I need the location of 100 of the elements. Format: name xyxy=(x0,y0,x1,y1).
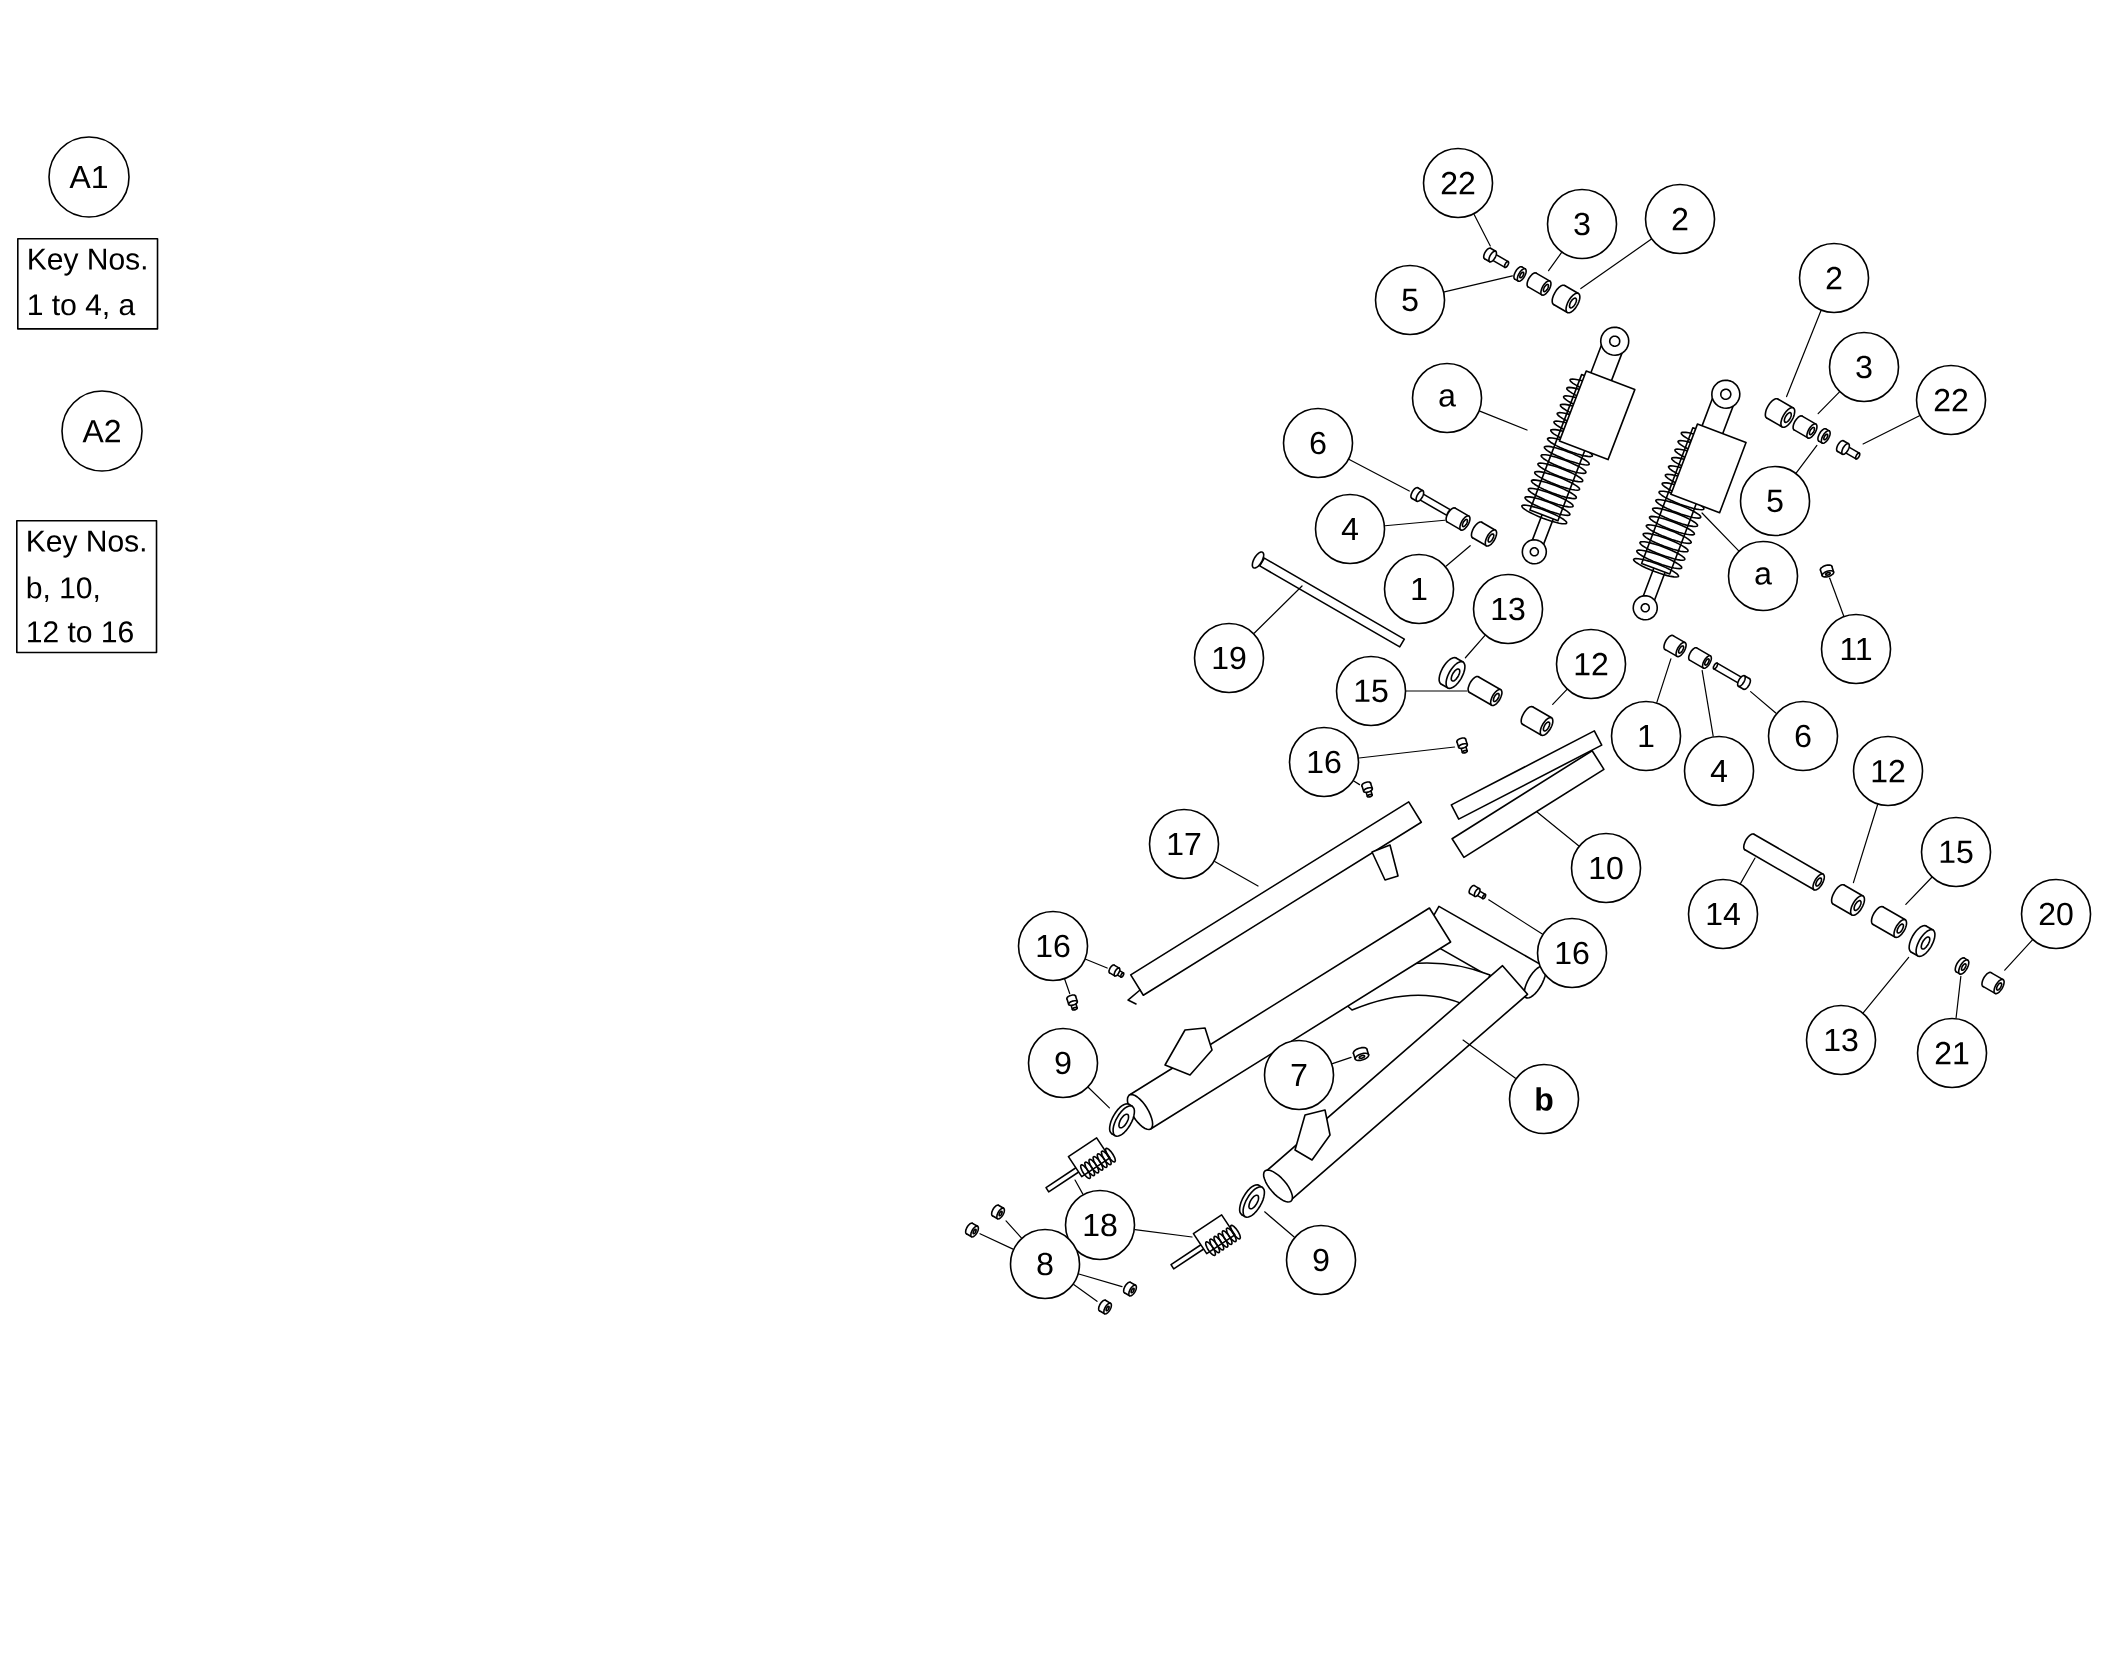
leader-line xyxy=(1384,519,1446,527)
leader-line xyxy=(1085,958,1108,969)
callout-number: a xyxy=(1727,540,1799,612)
bolt xyxy=(1410,486,1453,517)
leader-line xyxy=(1795,444,1818,474)
leader-line xyxy=(1701,669,1714,737)
callout-number: 10 xyxy=(1570,832,1642,904)
bushing xyxy=(1742,833,1826,891)
view-label: A2 xyxy=(61,390,143,472)
leader-line xyxy=(1348,458,1410,492)
washer xyxy=(1817,428,1831,444)
callout-number: 13 xyxy=(1472,573,1544,645)
callout-number: 16 xyxy=(1017,910,1089,982)
callout-number: 12 xyxy=(1555,628,1627,700)
leader-line xyxy=(1358,746,1456,759)
callout-number: a xyxy=(1411,362,1483,434)
leader-line xyxy=(1552,689,1568,706)
callout-number: 16 xyxy=(1288,726,1360,798)
callout-number: 21 xyxy=(1916,1017,1988,1089)
callout-number: 9 xyxy=(1027,1027,1099,1099)
leader-line xyxy=(1862,415,1921,445)
leader-line xyxy=(1073,1284,1098,1302)
callout-number: 5 xyxy=(1374,264,1446,336)
callout-number: 9 xyxy=(1285,1224,1357,1296)
bushing xyxy=(1520,705,1554,737)
callout-number: 17 xyxy=(1148,808,1220,880)
leader-line xyxy=(1405,690,1468,692)
callout-number: 6 xyxy=(1767,700,1839,772)
callout-number: b xyxy=(1508,1063,1580,1135)
bushing xyxy=(1445,507,1471,531)
bolt xyxy=(1066,994,1079,1011)
washer xyxy=(1438,656,1466,690)
leader-line xyxy=(1548,252,1563,272)
leader-line xyxy=(1462,1039,1517,1079)
callout-number: 20 xyxy=(2020,878,2092,950)
leader-line xyxy=(1905,876,1933,906)
bushing xyxy=(1687,647,1713,669)
bolt xyxy=(1482,247,1510,269)
washer xyxy=(1238,1184,1266,1218)
leader-line xyxy=(1479,410,1528,431)
callout-number: 16 xyxy=(1536,917,1608,989)
washer xyxy=(1954,957,1970,975)
nut xyxy=(1819,564,1835,578)
shock-absorber xyxy=(1632,379,1747,621)
leader-line xyxy=(1264,1211,1295,1238)
washer xyxy=(1108,1103,1136,1137)
callout-number: 3 xyxy=(1546,188,1618,260)
view-label: A1 xyxy=(48,136,130,218)
bushing xyxy=(1663,634,1687,658)
chain-guard xyxy=(1127,801,1423,1005)
leader-line xyxy=(1656,658,1672,703)
bushing xyxy=(1792,415,1818,439)
leader-line xyxy=(1074,1179,1084,1195)
leader-line xyxy=(1852,804,1879,884)
callout-number: 5 xyxy=(1739,465,1811,537)
callout-number: 12 xyxy=(1852,735,1924,807)
callout-number: 4 xyxy=(1683,735,1755,807)
callout-number: 15 xyxy=(1335,655,1407,727)
nut xyxy=(1122,1281,1138,1297)
callout-number: 14 xyxy=(1687,878,1759,950)
callout-number: 18 xyxy=(1064,1189,1136,1261)
shock-absorber xyxy=(1521,326,1636,565)
leader-line xyxy=(1005,1220,1022,1239)
bushing xyxy=(1870,905,1908,939)
leader-line xyxy=(1087,1086,1110,1109)
callout-number: 13 xyxy=(1805,1004,1877,1076)
bushing xyxy=(1470,521,1498,547)
callout-number: 22 xyxy=(1915,364,1987,436)
bolt xyxy=(1468,884,1487,900)
bushing xyxy=(1764,397,1796,429)
nut xyxy=(964,1222,980,1238)
leader-line xyxy=(1862,956,1910,1014)
bolt xyxy=(1361,781,1374,798)
key-box: Key Nos. 1 to 4, a xyxy=(17,238,159,330)
callout-number: 8 xyxy=(1009,1228,1081,1300)
bushing xyxy=(1830,883,1866,917)
callout-number: 15 xyxy=(1920,816,1992,888)
leader-line xyxy=(1214,860,1259,887)
leader-line xyxy=(1701,512,1740,552)
callout-number: 1 xyxy=(1383,553,1455,625)
bushing xyxy=(1981,971,2005,995)
leader-line xyxy=(1134,1229,1193,1238)
callout-number: 4 xyxy=(1314,493,1386,565)
callout-number: 1 xyxy=(1610,700,1682,772)
bushing xyxy=(1551,284,1581,314)
leader-line xyxy=(1353,780,1361,786)
washer xyxy=(1513,266,1527,282)
callout-number: 2 xyxy=(1798,242,1870,314)
bolt xyxy=(1108,964,1125,978)
chain-adjuster xyxy=(1045,1137,1117,1193)
bushing xyxy=(1467,675,1503,707)
callout-number: 3 xyxy=(1828,331,1900,403)
leader-line xyxy=(1488,899,1543,935)
bolt xyxy=(1835,439,1861,460)
leader-line xyxy=(1580,238,1652,290)
leader-line xyxy=(1817,391,1840,415)
nut xyxy=(1352,1046,1370,1062)
leader-line xyxy=(1331,1056,1352,1065)
callout-number: 11 xyxy=(1820,613,1892,685)
callout-number: 6 xyxy=(1282,407,1354,479)
